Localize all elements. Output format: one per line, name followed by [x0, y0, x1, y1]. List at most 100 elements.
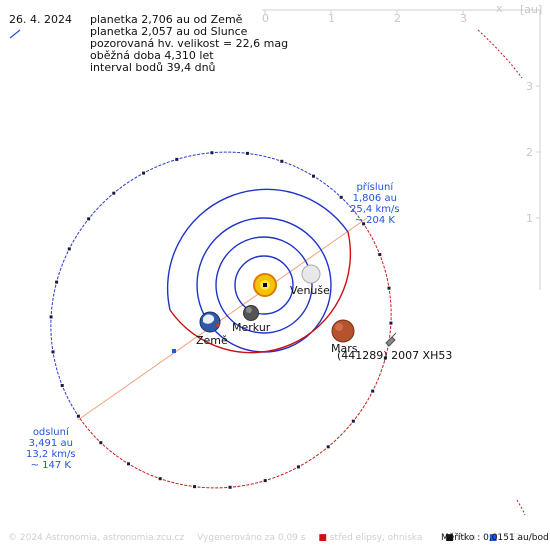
asteroid-position-point: [312, 174, 316, 178]
asteroid-orbit-segment: [194, 153, 199, 156]
earth-label: Země: [196, 334, 228, 347]
asteroid-orbit-segment: [260, 155, 265, 157]
asteroid-orbit-segment: [243, 484, 248, 487]
asteroid-orbit-segment: [374, 242, 377, 247]
asteroid-orbit-segment: [61, 260, 65, 266]
asteroid-orbit-segment: [341, 431, 345, 435]
asteroid-orbit-segment: [301, 169, 307, 173]
asteroid-orbit-segment: [289, 163, 295, 167]
asteroid-orbit-segment: [168, 160, 173, 163]
asteroid-orbit-segment: [124, 181, 129, 186]
perihelion-speed: 25,4 km/s: [350, 204, 400, 215]
asteroid-orbit-segment: [151, 475, 157, 478]
asteroid-orbit-segment: [164, 479, 169, 482]
asteroid-orbit-segment: [180, 156, 186, 159]
asteroid-orbit-segment: [58, 377, 62, 382]
asteroid-orbit-segment: [367, 230, 371, 236]
asteroid-orbit-segment: [168, 480, 173, 483]
aphelion-title: odsluní: [32, 427, 69, 438]
legend-center: ■střed elipsy, ohniska: [318, 533, 423, 543]
asteroid-orbit-segment: [73, 408, 77, 413]
y-tick-label: 3: [526, 80, 533, 93]
asteroid-orbit-segment: [385, 275, 388, 280]
asteroid-orbit-segment: [63, 389, 67, 394]
info-magnitude: pozorovaná hv. velikost = 22,6 mag: [90, 37, 289, 50]
asteroid-orbit-segment: [375, 246, 379, 251]
asteroid-position-point: [371, 389, 375, 393]
asteroid-orbit-segment: [80, 225, 84, 230]
asteroid-orbit-segment: [273, 158, 278, 161]
asteroid-orbit-segment: [71, 404, 75, 410]
perihelion-title: přísluní: [356, 182, 394, 193]
date-label: 26. 4. 2024: [9, 13, 72, 26]
asteroid-orbit-segment: [63, 256, 66, 262]
asteroid-orbit-segment: [355, 213, 359, 218]
asteroid-position-point: [193, 485, 197, 489]
focus-marker: [263, 283, 267, 287]
perihelion-label: přísluní 1,806 au 25,4 km/s ~ 204 K: [350, 182, 400, 226]
asteroid-orbit-segment: [54, 360, 57, 365]
direction-arrow: [9, 29, 21, 39]
asteroid-orbit-segment: [251, 153, 257, 156]
asteroid-orbit-segment: [100, 201, 105, 206]
mercury-icon: [243, 305, 259, 321]
asteroid-orbit-segment: [331, 440, 336, 445]
asteroid-orbit-segment: [334, 437, 339, 442]
asteroid-orbit-segment: [120, 458, 126, 462]
asteroid-orbit-segment: [155, 164, 161, 168]
asteroid-orbit-segment: [327, 185, 332, 190]
y-tick-label: 1: [526, 212, 533, 225]
asteroid-orbit-segment: [247, 483, 253, 486]
asteroid-orbit-segment: [386, 349, 388, 354]
asteroid-orbit-segment: [85, 426, 90, 431]
asteroid-orbit-segment: [97, 205, 101, 209]
asteroid-orbit-segment: [382, 362, 385, 367]
info-interval: interval bodů 39,4 dnů: [90, 61, 216, 74]
asteroid-orbit-segment: [380, 258, 384, 263]
asteroid-orbit-segment: [358, 410, 362, 415]
asteroid-position-point: [378, 253, 382, 257]
asteroid-orbit-segment: [106, 448, 111, 452]
asteroid-orbit-segment: [389, 331, 391, 337]
asteroid-orbit-segment: [55, 364, 58, 370]
asteroid-orbit-segment: [159, 163, 165, 166]
asteroid-orbit-segment: [380, 366, 384, 371]
asteroid-orbit-segment: [88, 429, 93, 434]
asteroid-orbit-segment: [116, 187, 122, 191]
asteroid-orbit-segment: [297, 167, 303, 171]
asteroid-orbit-segment: [172, 482, 178, 485]
asteroid-orbit-segment: [277, 474, 283, 477]
asteroid-orbit-segment: [256, 154, 261, 156]
asteroid-orbit-segment: [120, 184, 125, 189]
asteroid-orbit-segment: [290, 468, 295, 472]
asteroid-position-point: [87, 217, 91, 221]
asteroid-orbit-segment: [94, 208, 98, 213]
asteroid-position-point: [383, 356, 387, 360]
info-panel: planetka 2,706 au od Země planetka 2,057…: [90, 13, 289, 74]
asteroid-orbit-segment: [73, 236, 77, 242]
asteroid-orbit-segment: [65, 393, 68, 398]
asteroid-orbit-segment: [110, 450, 115, 455]
asteroid-orbit-segment: [135, 174, 140, 178]
info-earth-distance: planetka 2,706 au od Země: [90, 13, 243, 26]
asteroid-position-point: [339, 195, 343, 199]
asteroid-orbit-segment: [309, 457, 315, 461]
asteroid-position-point: [51, 350, 55, 354]
asteroid-orbit-segment: [135, 467, 141, 471]
asteroid-orbit-segment: [65, 252, 68, 258]
asteroid-orbit-segment: [51, 343, 53, 348]
asteroid-orbit-segment: [238, 485, 244, 487]
asteroid-orbit-segment: [91, 211, 95, 216]
asteroid-orbit-segment: [313, 454, 318, 459]
asteroid-orbit-segment: [127, 179, 133, 183]
mars-shade: [335, 323, 343, 331]
asteroid-position-point: [55, 280, 59, 284]
asteroid-orbit-segment: [51, 299, 54, 304]
asteroid-orbit-segment: [151, 166, 156, 170]
asteroid-orbit-segment: [337, 434, 342, 439]
asteroid-orbit-segment: [305, 459, 311, 463]
asteroid-orbit-segment: [113, 453, 118, 458]
asteroid-orbit-segment: [132, 465, 137, 469]
asteroid-orbit-segment: [285, 162, 291, 165]
asteroid-orbit-segment: [82, 222, 87, 227]
